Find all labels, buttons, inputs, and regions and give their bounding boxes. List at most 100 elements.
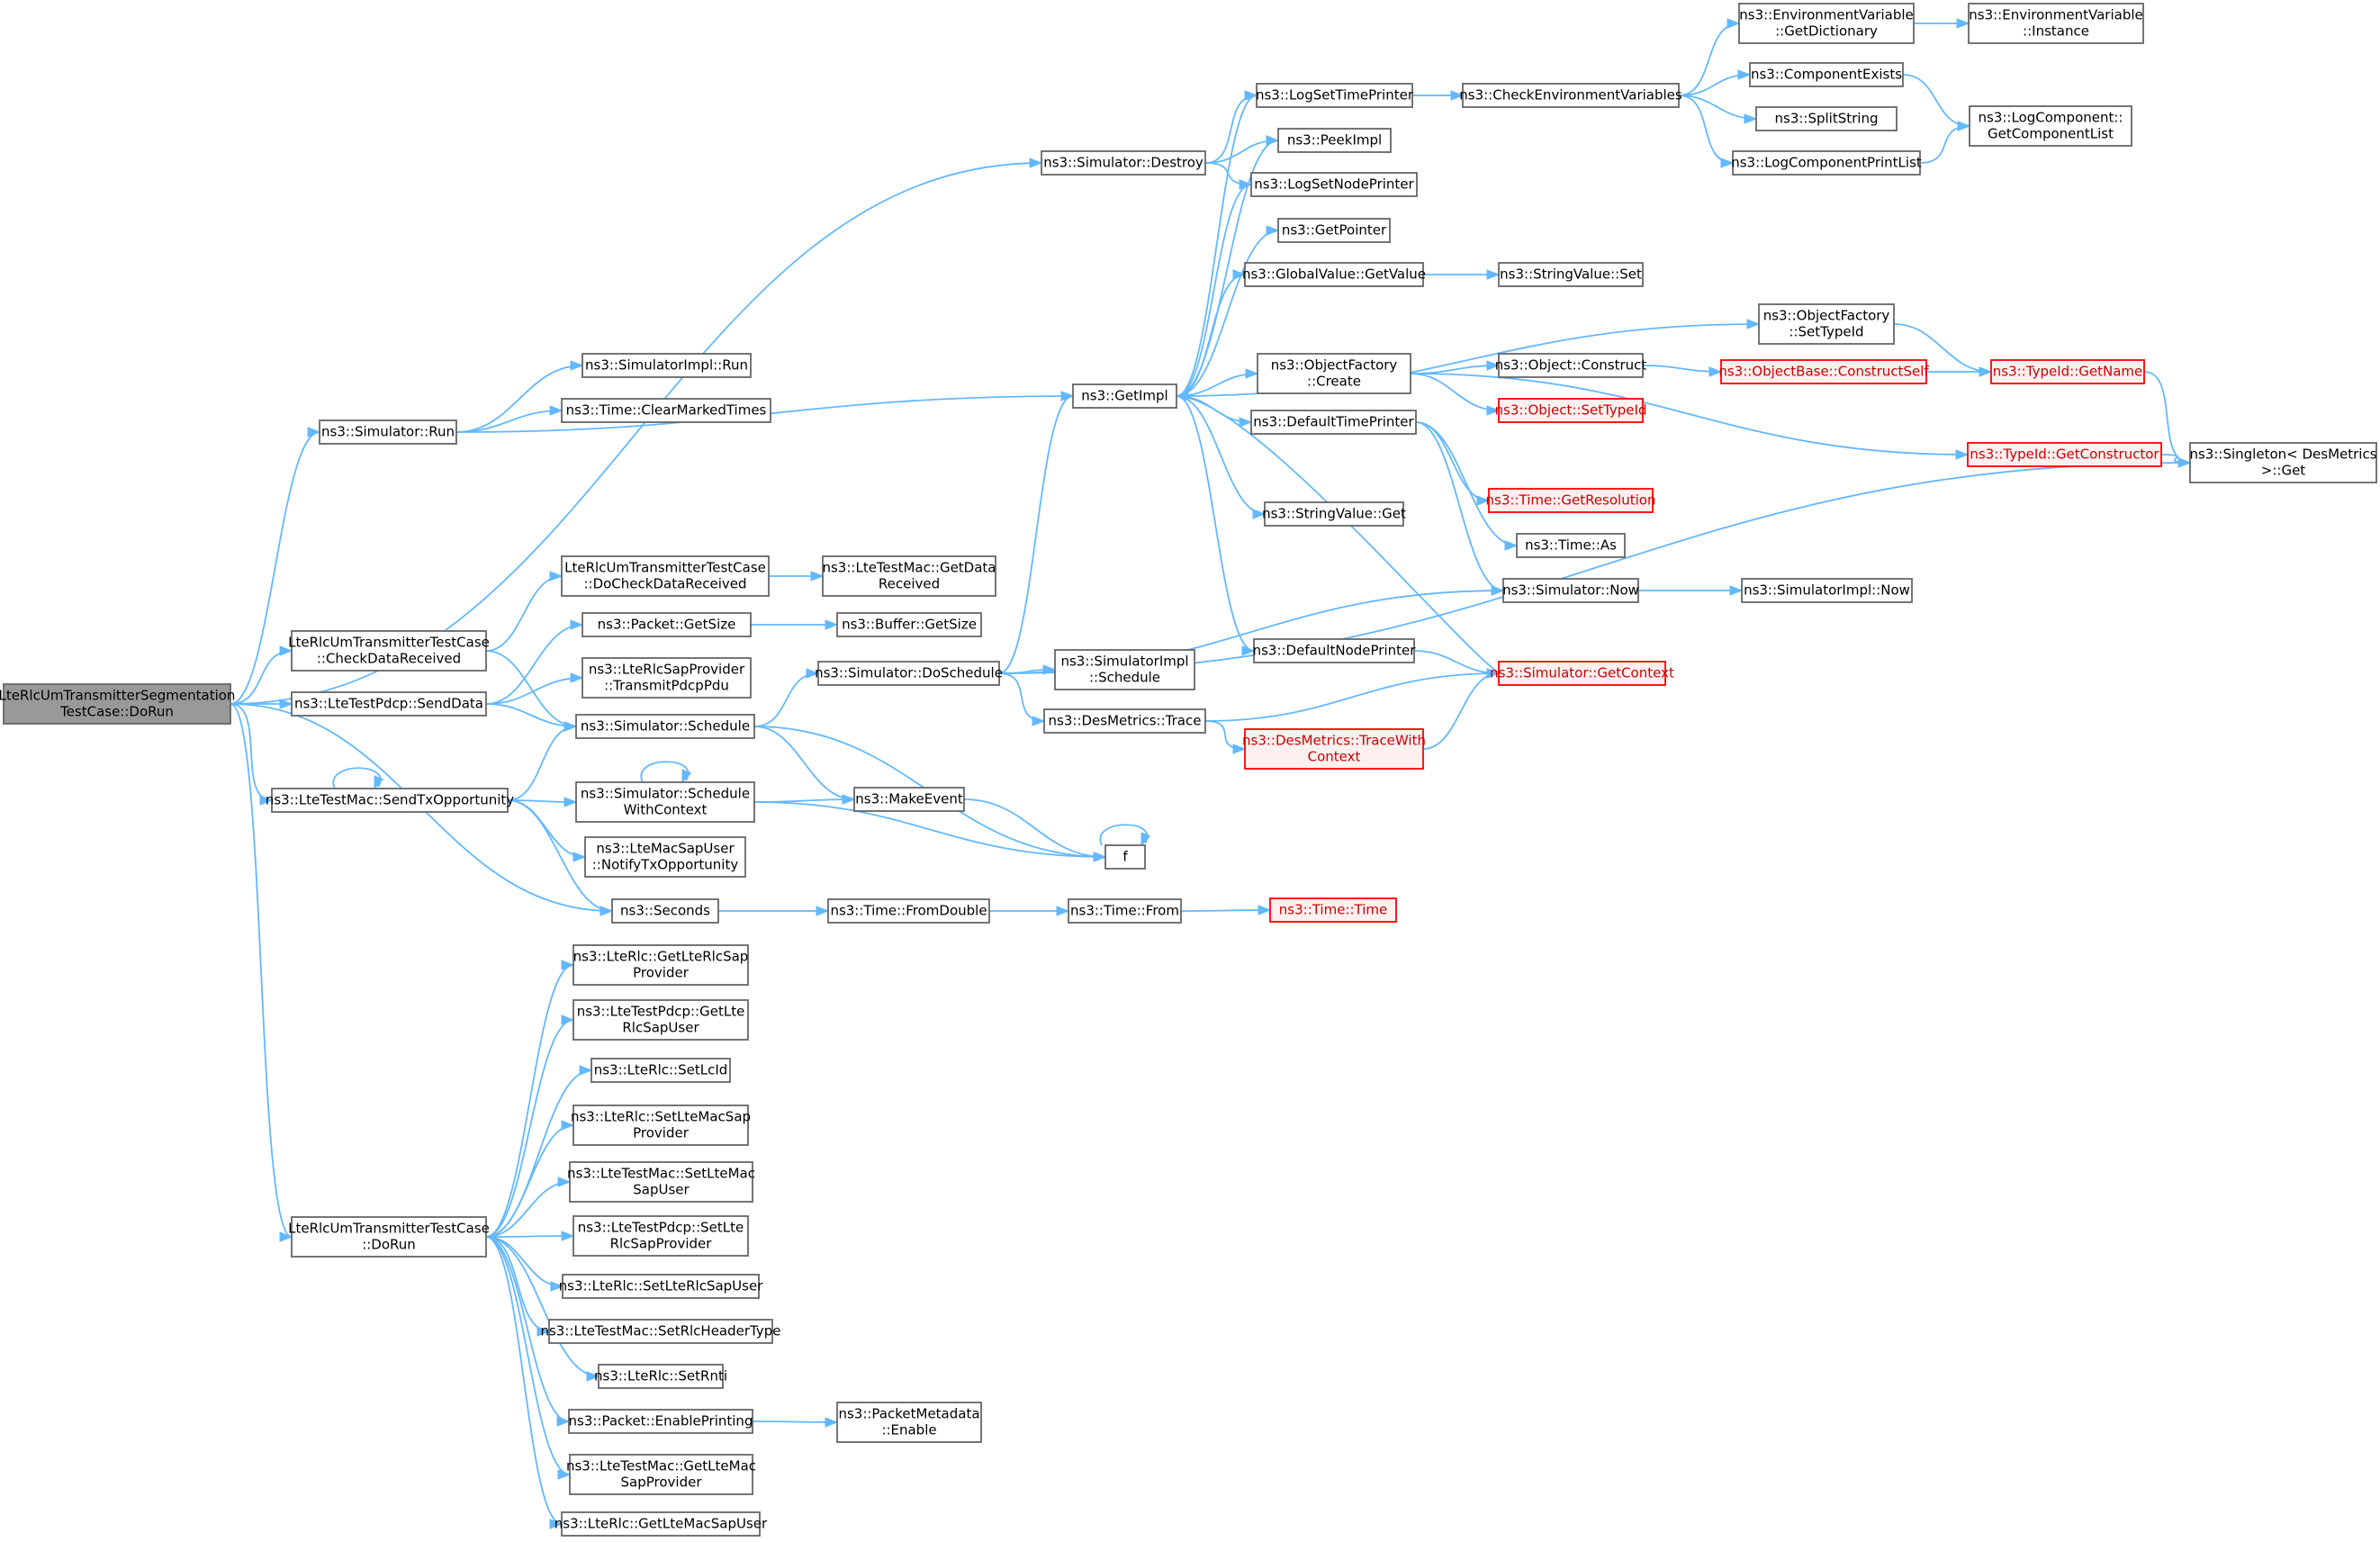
node-box <box>291 1216 487 1258</box>
node-svget[interactable]: ns3::StringValue::Get <box>1262 501 1406 527</box>
node-box <box>575 781 755 823</box>
node-objconstruct[interactable]: ns3::Object::Construct <box>1495 353 1647 378</box>
node-envgetdict[interactable]: ns3::EnvironmentVariable::GetDictionary <box>1738 3 1915 44</box>
node-dorun2[interactable]: LteRlcUmTransmitterTestCase::DoRun <box>288 1216 490 1258</box>
node-enableprint[interactable]: ns3::Packet::EnablePrinting <box>568 1409 753 1434</box>
node-doschedule[interactable]: ns3::Simulator::DoSchedule <box>815 661 1003 686</box>
node-box <box>817 661 1000 686</box>
node-box <box>1054 649 1195 690</box>
node-timeas[interactable]: ns3::Time::As <box>1516 533 1626 558</box>
node-setheader[interactable]: ns3::LteTestMac::SetRlcHeaderType <box>540 1319 781 1344</box>
node-peekimpl[interactable]: ns3::PeekImpl <box>1277 128 1392 153</box>
node-box <box>822 555 996 597</box>
node-pktsize[interactable]: ns3::Packet::GetSize <box>581 612 752 637</box>
node-logsettime[interactable]: ns3::LogSetTimePrinter <box>1256 83 1414 108</box>
node-f[interactable]: f <box>1104 844 1146 870</box>
node-implrun[interactable]: ns3::SimulatorImpl::Run <box>581 353 752 378</box>
node-logcompprint[interactable]: ns3::LogComponentPrintList <box>1731 150 1922 176</box>
node-box <box>584 836 746 878</box>
node-box <box>1502 578 1639 603</box>
node-schedule[interactable]: ns3::Simulator::Schedule <box>575 714 755 739</box>
node-implschedule[interactable]: ns3::SimulatorImpl::Schedule <box>1054 649 1195 690</box>
node-ofcreate[interactable]: ns3::ObjectFactory::Create <box>1257 353 1411 394</box>
node-getres[interactable]: ns3::Time::GetResolution <box>1486 488 1656 513</box>
node-typeidgetname[interactable]: ns3::TypeId::GetName <box>1990 359 2145 384</box>
node-fromdouble[interactable]: ns3::Time::FromDouble <box>827 898 990 924</box>
node-label: ns3::MakeEvent <box>855 791 963 807</box>
node-setlcid[interactable]: ns3::LteRlc::SetLcId <box>590 1058 731 1083</box>
node-docheck[interactable]: LteRlcUmTransmitterTestCase::DoCheckData… <box>561 555 770 597</box>
node-box <box>827 898 990 924</box>
node-box <box>1990 359 2145 384</box>
node-box <box>569 1161 753 1203</box>
node-timetime[interactable]: ns3::Time::Time <box>1269 897 1397 923</box>
node-label: ns3::LteRlc::GetLteRlcSap <box>573 949 749 965</box>
node-timefrom[interactable]: ns3::Time::From <box>1068 898 1182 924</box>
node-getmacuser[interactable]: ns3::LteRlc::GetLteMacSapUser <box>554 1511 768 1537</box>
edge-checkenv-to-splitstring <box>1678 95 1758 124</box>
node-implnow[interactable]: ns3::SimulatorImpl::Now <box>1741 578 1913 603</box>
node-desmtrace[interactable]: ns3::DesMetrics::Trace <box>1043 708 1206 734</box>
node-envinstance[interactable]: ns3::EnvironmentVariable::Instance <box>1968 3 2144 44</box>
node-compexists[interactable]: ns3::ComponentExists <box>1749 62 1904 87</box>
node-checkenv[interactable]: ns3::CheckEnvironmentVariables <box>1459 83 1682 108</box>
node-getimpl[interactable]: ns3::GetImpl <box>1072 383 1177 409</box>
node-label: ::SetTypeId <box>1789 324 1863 340</box>
edge-dorun2-to-setheader <box>485 1236 551 1337</box>
node-seconds[interactable]: ns3::Seconds <box>611 898 719 924</box>
node-label: ns3::SimulatorImpl <box>1060 654 1188 670</box>
node-svset[interactable]: ns3::StringValue::Set <box>1498 262 1644 287</box>
node-metadataenable[interactable]: ns3::PacketMetadata::Enable <box>836 1402 982 1443</box>
node-logcomplist[interactable]: ns3::LogComponent::GetComponentList <box>1969 105 2132 147</box>
node-splitstring[interactable]: ns3::SplitString <box>1755 106 1898 131</box>
node-box <box>1498 661 1666 686</box>
node-objsettypeid[interactable]: ns3::Object::SetTypeId <box>1495 398 1647 423</box>
node-clearmarked[interactable]: ns3::Time::ClearMarkedTimes <box>561 398 771 423</box>
node-box <box>572 1215 749 1257</box>
node-destroy[interactable]: ns3::Simulator::Destroy <box>1041 150 1206 176</box>
edge-checkenv-to-envgetdict <box>1678 18 1741 96</box>
edge-gvgetvalue-to-svset <box>1423 269 1501 280</box>
node-label: ns3::Object::Construct <box>1495 357 1647 374</box>
node-getconstructor[interactable]: ns3::TypeId::GetConstructor <box>1967 442 2162 467</box>
node-notifytx[interactable]: ns3::LteMacSapUser::NotifyTxOpportunity <box>584 836 746 878</box>
node-label: ::Enable <box>881 1422 936 1438</box>
node-singletonget[interactable]: ns3::Singleton< DesMetrics >::Get <box>2189 442 2377 483</box>
node-logsetnode[interactable]: ns3::LogSetNodePrinter <box>1250 172 1418 197</box>
node-simnow[interactable]: ns3::Simulator::Now <box>1502 578 1639 603</box>
node-makeevent[interactable]: ns3::MakeEvent <box>853 787 965 812</box>
node-label: ns3::Singleton< DesMetrics <box>2189 446 2376 463</box>
node-getpointer[interactable]: ns3::GetPointer <box>1277 218 1391 243</box>
node-ofsettypeid[interactable]: ns3::ObjectFactory::SetTypeId <box>1758 303 1895 345</box>
node-deftimeprinter[interactable]: ns3::DefaultTimePrinter <box>1250 410 1417 435</box>
node-buffsize[interactable]: ns3::Buffer::GetSize <box>836 612 982 637</box>
node-senddata[interactable]: ns3::LteTestPdcp::SendData <box>291 691 487 717</box>
node-label: ::TransmitPdcpPdu <box>604 678 729 694</box>
edge-dorun2-to-pdcpsetprov <box>485 1231 575 1241</box>
edge-ofcreate-to-getconstructor <box>1410 373 1970 460</box>
node-getcontext[interactable]: ns3::Simulator::GetContext <box>1490 661 1674 686</box>
node-gvgetvalue[interactable]: ns3::GlobalValue::GetValue <box>1242 262 1426 287</box>
edge-getconstructor-to-singletonget <box>2160 454 2192 468</box>
node-label: ns3::Time::GetResolution <box>1486 492 1656 509</box>
node-box <box>561 1511 761 1537</box>
node-transmitpdcp[interactable]: ns3::LteRlcSapProvider::TransmitPdcpPdu <box>581 657 752 699</box>
node-label: ::Create <box>1307 374 1361 390</box>
node-run[interactable]: ns3::Simulator::Run <box>319 419 457 445</box>
node-defnodeprinter[interactable]: ns3::DefaultNodePrinter <box>1253 638 1417 663</box>
node-checkdata[interactable]: LteRlcUmTransmitterTestCase::CheckDataRe… <box>288 630 490 672</box>
node-root[interactable]: LteRlcUmTransmitterSegmentationTestCase:… <box>0 683 235 725</box>
node-setrnti[interactable]: ns3::LteRlc::SetRnti <box>594 1364 727 1389</box>
node-sendtx[interactable]: ns3::LteTestMac::SendTxOpportunity <box>266 788 514 813</box>
node-constructself[interactable]: ns3::ObjectBase::ConstructSelf <box>1718 359 1929 384</box>
node-setrlcuser[interactable]: ns3::LteRlc::SetLteRlcSapUser <box>559 1274 764 1299</box>
